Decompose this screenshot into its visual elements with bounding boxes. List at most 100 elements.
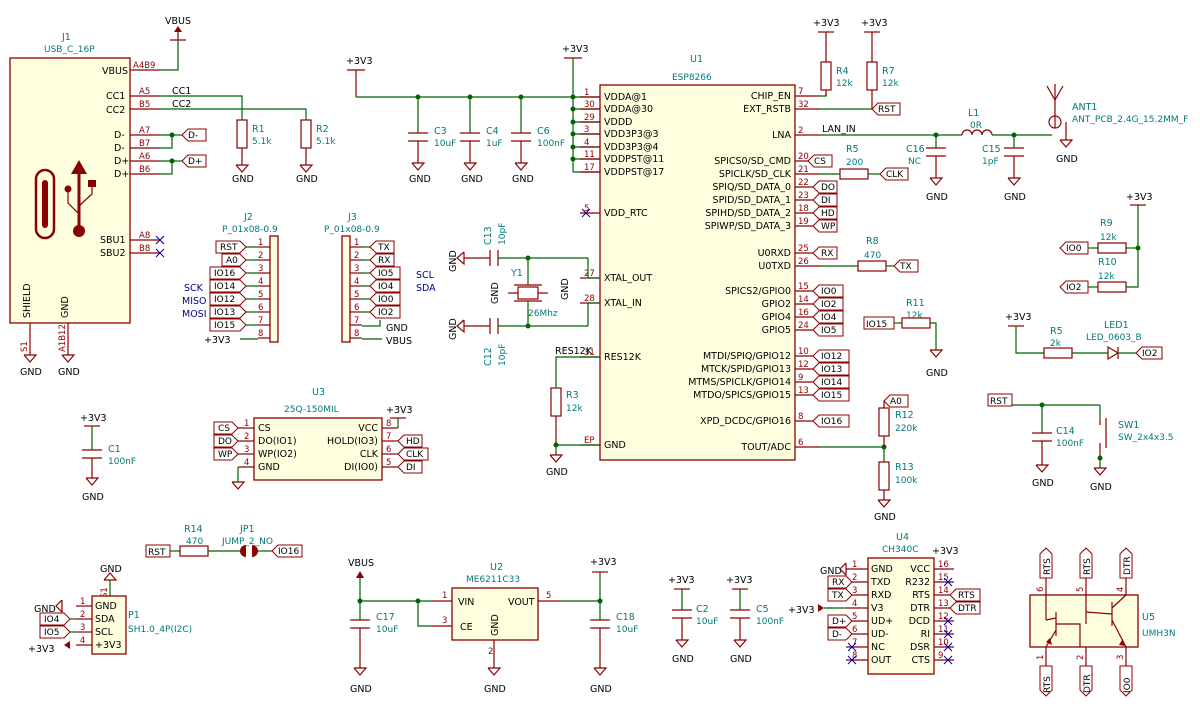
ch340-ic: U4 CH340C GND1TXD2RXD3V34UD+5UD-6NC7OUT8… xyxy=(788,532,981,675)
pin-number: 2 xyxy=(798,126,803,136)
val: 10uF xyxy=(376,625,398,635)
val: 25Q-150MIL xyxy=(284,405,339,415)
ref: R7 xyxy=(882,66,895,77)
pin-name: TXD xyxy=(870,577,891,588)
cap-c2-c5: +3V3 GND C2 10uF +3V3 GND C5 100nF xyxy=(668,575,784,665)
hier-label: IO15 xyxy=(209,318,247,332)
pin-name: U0RXD xyxy=(758,248,791,259)
hier-label: DO xyxy=(812,180,838,194)
val: 100nF xyxy=(1056,439,1084,449)
gnd: GND xyxy=(730,654,752,665)
gnd: GND xyxy=(296,174,318,185)
hier-label: IO4 xyxy=(812,310,844,324)
bus-notes: SCK MISO MOSI SCL SDA xyxy=(182,270,436,320)
hl-text: DTR xyxy=(1123,556,1133,575)
pnum: 1 xyxy=(1036,655,1046,660)
ref: R14 xyxy=(184,524,203,535)
hier-label-shape xyxy=(209,266,247,280)
pin-number: 22 xyxy=(798,178,809,188)
hier-label-text: IO4 xyxy=(44,615,60,625)
v33-label: +3V3 xyxy=(788,605,815,616)
uart-net: R8 470 TX xyxy=(820,236,919,273)
pin-number: 12 xyxy=(798,360,809,370)
pin-name: VCC xyxy=(358,423,378,434)
ref: C13 xyxy=(483,226,494,245)
hl-text: A0 xyxy=(890,397,902,407)
pin-number: 4 xyxy=(584,138,589,148)
pin-number: 15 xyxy=(798,282,809,292)
val: 5.1k xyxy=(316,137,336,147)
ref: C3 xyxy=(434,126,447,137)
pin-number: 28 xyxy=(584,294,595,304)
pnum: A6 xyxy=(139,152,150,162)
pin-cc2: CC2 xyxy=(106,105,125,116)
esp-left-pins: VDDA@11VDDA@3030VDDD29VDD3P3@33VDD3P3@44… xyxy=(580,88,664,451)
gnd: GND xyxy=(350,684,372,695)
ref: U2 xyxy=(490,562,503,573)
val: 2k xyxy=(1050,339,1062,349)
ref: R5 xyxy=(1050,326,1063,337)
spi-net: CS R5 200 CLK xyxy=(807,144,909,181)
hier-label: IO14 xyxy=(812,375,850,389)
pin-number: 4 xyxy=(244,458,249,468)
pin-name: SPICLK/SD_CLK xyxy=(719,169,792,180)
hl-text: RTS xyxy=(1043,676,1053,693)
hier-label: IO15 xyxy=(812,388,850,402)
pin: CE xyxy=(460,622,473,633)
hier-label-shape xyxy=(213,421,239,435)
ref: C18 xyxy=(616,612,635,623)
gnd-symbols-usb: GND GND GND GND xyxy=(20,164,318,378)
resistor-r2: R2 5.1k xyxy=(300,119,336,165)
ref: C1 xyxy=(108,444,121,455)
no-connect-icon xyxy=(943,642,953,652)
val: LED_0603_B xyxy=(1086,333,1142,343)
gnd: GND xyxy=(58,367,80,378)
hl-text: RTS xyxy=(1083,558,1093,575)
gnd: GND xyxy=(546,467,568,478)
pin-name: GPIO5 xyxy=(762,325,791,336)
pin-number: 26 xyxy=(798,257,809,267)
power-arrow xyxy=(64,641,70,649)
gnd: GND xyxy=(490,282,501,304)
ref: U4 xyxy=(896,532,909,543)
hier-label: IO0 xyxy=(369,292,401,306)
val: 220k xyxy=(895,424,918,434)
hier-label-shape xyxy=(812,297,844,311)
pnum: 1 xyxy=(442,591,447,601)
ref: R8 xyxy=(866,236,879,247)
pin-name: EXT_RSTB xyxy=(743,104,791,115)
pin-name: DI(IO0) xyxy=(344,462,378,473)
vbus-label: VBUS xyxy=(348,558,374,569)
val: 470 xyxy=(864,251,881,261)
hier-label-shape xyxy=(812,180,838,194)
pin-number: 3 xyxy=(244,445,249,455)
hier-label-shape xyxy=(209,305,247,319)
pin-number: 10 xyxy=(798,347,809,357)
pin: VIN xyxy=(458,597,474,608)
hier-label-shape xyxy=(209,292,247,306)
hier-label-text: IO13 xyxy=(821,365,842,375)
pin-dm-a7: D- xyxy=(114,130,125,141)
hier-label-text: IO5 xyxy=(378,269,393,279)
hier-label-text: IO15 xyxy=(821,391,842,401)
pin-name: SPIHD/SD_DATA_2 xyxy=(705,208,791,219)
pin-number: 7 xyxy=(798,87,803,97)
pin-number: 8 xyxy=(852,651,857,661)
pin-number: 8 xyxy=(258,329,263,339)
hier-label-shape xyxy=(209,279,247,293)
hier-label-shape xyxy=(39,612,71,626)
v33-label: +3V3 xyxy=(386,405,413,416)
pin-name: VDDA@30 xyxy=(604,104,653,115)
pin-number: 6 xyxy=(386,445,391,455)
val: ME6211C33 xyxy=(466,575,520,585)
v33-label: +3V3 xyxy=(346,56,373,67)
crystal-network: C13 10pF C12 10pF GND GND Y1 26Mhz GND G… xyxy=(448,223,600,366)
val: NC xyxy=(908,157,921,167)
pin-number: 18 xyxy=(798,204,809,214)
hier-label-shape xyxy=(369,266,401,280)
hier-label-text: DO xyxy=(218,437,232,447)
